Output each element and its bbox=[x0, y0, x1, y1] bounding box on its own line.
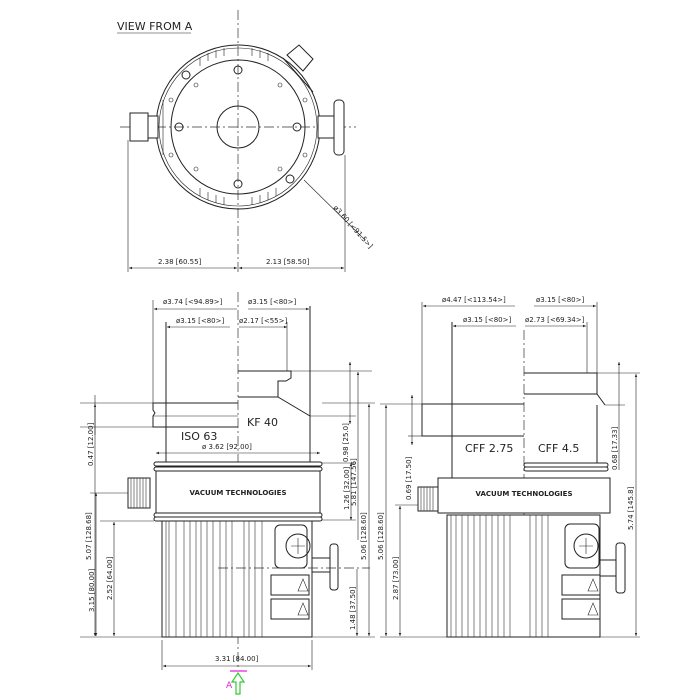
front-view: ISO 63 KF 40 ø3.74 [<94.89>] ø3.15 [<80>… bbox=[80, 292, 375, 695]
pump-housing bbox=[155, 470, 321, 514]
dim-d315-top: ø3.15 [<80>] bbox=[248, 298, 296, 306]
kf40-label: KF 40 bbox=[247, 416, 278, 429]
kf40-flange bbox=[238, 370, 311, 417]
cff45-flange bbox=[524, 372, 606, 406]
dim-581: 5.81 [147.56] bbox=[350, 458, 358, 506]
cff45-label: CFF 4.5 bbox=[538, 442, 579, 455]
dim-148: 1.48 [37.50] bbox=[349, 586, 357, 630]
side-vent-flange bbox=[615, 542, 626, 594]
dim-506-side: 5.06 [128.60] bbox=[377, 512, 385, 560]
dim-d315-top-side: ø3.15 [<80>] bbox=[536, 296, 584, 304]
dim-098: 0.98 [25.0] bbox=[342, 423, 350, 462]
dim-252: 2.52 [64.00] bbox=[106, 556, 114, 600]
dim-d362: ø 3.62 [92.00] bbox=[202, 443, 252, 451]
top-connector-tab bbox=[286, 44, 314, 72]
side-view: CFF 2.75 CFF 4.5 ø4.47 [<113.54>] ø3.15 … bbox=[377, 296, 640, 638]
dim-507: 5.07 [128.68] bbox=[85, 512, 93, 560]
side-pump-housing bbox=[437, 477, 611, 514]
warning-icon bbox=[297, 602, 309, 616]
cooling-slots bbox=[199, 48, 277, 205]
dim-126: 1.26 [32.00] bbox=[343, 466, 351, 510]
dim-047: 0.47 [12.00] bbox=[87, 422, 95, 466]
side-connector-left bbox=[129, 112, 149, 142]
dim-069: 0.69 [17.50] bbox=[405, 456, 413, 500]
side-brand-label: VACUUM TECHNOLOGIES bbox=[476, 490, 573, 498]
brand-label: VACUUM TECHNOLOGIES bbox=[190, 489, 287, 497]
warning-icon bbox=[297, 578, 309, 592]
dim-068: 0.68 [17.33] bbox=[611, 426, 619, 470]
dim-d217: ø2.17 [<55>] bbox=[239, 317, 287, 325]
side-warning-label-2 bbox=[561, 598, 601, 620]
view-marker-label: A bbox=[226, 681, 233, 691]
view-direction-arrow-icon bbox=[230, 671, 246, 695]
side-warning-label-1 bbox=[561, 574, 601, 596]
iso63-label: ISO 63 bbox=[181, 430, 217, 443]
dim-574: 5.74 [145.8] bbox=[627, 486, 635, 530]
inlet-bore bbox=[216, 105, 260, 149]
dim-d315-inner: ø3.15 [<80>] bbox=[176, 317, 224, 325]
view-title: VIEW FROM A bbox=[117, 20, 193, 33]
side-flange-right bbox=[317, 115, 335, 139]
dim-315: 3.15 [80.00] bbox=[88, 568, 96, 612]
dim-d315-inner-side: ø3.15 [<80>] bbox=[463, 316, 511, 324]
vent-flange bbox=[311, 557, 331, 573]
dim-d273: ø2.73 [<69.34>] bbox=[525, 316, 585, 324]
dim-diameter-top: ø3.60 [<91.5>] bbox=[332, 204, 375, 250]
warning-label-1 bbox=[270, 574, 310, 596]
bolt-holes bbox=[168, 65, 308, 189]
warning-icon bbox=[587, 602, 599, 616]
cff275-flange bbox=[421, 403, 524, 437]
top-view: VIEW FROM A ø3.60 [<91.5>] 2.38 [60.55] … bbox=[117, 10, 374, 275]
warning-icon bbox=[587, 578, 599, 592]
inlet-plate-circle bbox=[170, 59, 306, 195]
dim-506: 5.06 [128.60] bbox=[360, 512, 368, 560]
dim-287: 2.87 [73.00] bbox=[392, 556, 400, 600]
warning-label-2 bbox=[270, 598, 310, 620]
electrical-connector bbox=[274, 524, 308, 569]
cff275-label: CFF 2.75 bbox=[465, 442, 513, 455]
dim-right-width: 2.13 [58.50] bbox=[266, 258, 310, 266]
dim-331: 3.31 [84.00] bbox=[215, 655, 259, 663]
dim-left-width: 2.38 [60.55] bbox=[158, 258, 202, 266]
dim-d447: ø4.47 [<113.54>] bbox=[442, 296, 506, 304]
dim-d374: ø3.74 [<94.89>] bbox=[163, 298, 223, 306]
